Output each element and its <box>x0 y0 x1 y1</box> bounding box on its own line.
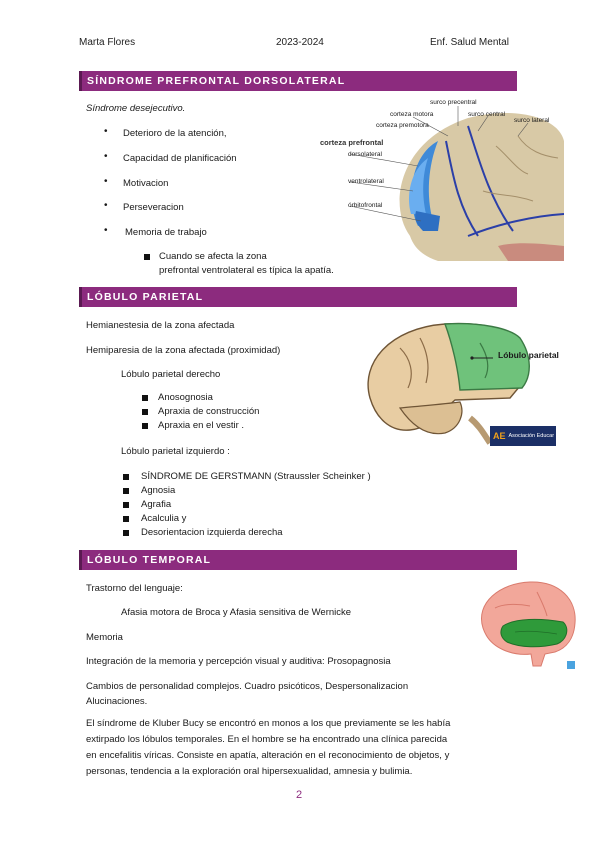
label-lobulo-parietal: Lóbulo parietal <box>498 350 559 360</box>
section2-right-item-2: Apraxia de construcción <box>158 406 260 417</box>
square-bullet-icon <box>123 530 129 536</box>
header-author: Marta Flores <box>79 37 136 48</box>
section1-bullet-3: Motivacion <box>123 178 169 189</box>
section-heading-parietal: LÓBULO PARIETAL <box>79 287 517 307</box>
bullet-dot: • <box>104 176 108 187</box>
label-surco-central: surco central <box>468 111 506 118</box>
label-corteza-premotora: corteza premotora <box>376 122 429 129</box>
bullet-dot: • <box>104 225 108 236</box>
section-heading-temporal: LÓBULO TEMPORAL <box>79 550 517 570</box>
square-bullet-icon <box>123 474 129 480</box>
section1-bullet-1: Deterioro de la atención, <box>123 128 227 139</box>
section2-right-item-3: Apraxia en el vestir . <box>158 420 245 431</box>
label-corteza-prefrontal: corteza prefrontal <box>320 138 384 147</box>
section1-bullet-5: Memoria de trabajo <box>125 227 207 238</box>
section2-left-item-4: Acalculia y <box>141 513 187 524</box>
square-bullet-icon <box>142 395 148 401</box>
section2-left-item-2: Agnosia <box>141 485 176 496</box>
section3-para-line1: El síndrome de Kluber Bucy se encontró e… <box>86 718 451 729</box>
label-surco-precentral: surco precentral <box>430 99 477 106</box>
parietal-brain-figure: Lóbulo parietal AE Asociación Educar <box>360 318 560 448</box>
label-corteza-motora: corteza motora <box>390 111 434 118</box>
page-number: 2 <box>296 789 303 801</box>
section2-left-item-3: Agrafia <box>141 499 172 510</box>
section3-para-line2: extirpado los lóbulos temporales. En el … <box>86 734 448 745</box>
prefrontal-brain-figure: surco precentral corteza motora surco ce… <box>318 96 564 261</box>
square-bullet-icon <box>123 516 129 522</box>
square-bullet-icon <box>142 409 148 415</box>
square-bullet-icon <box>142 423 148 429</box>
bullet-dot: • <box>104 151 108 162</box>
header-year: 2023-2024 <box>276 37 324 48</box>
section2-right-title: Lóbulo parietal derecho <box>121 369 221 380</box>
section1-bullet-2: Capacidad de planificación <box>123 153 237 164</box>
temporal-brain-figure <box>475 578 580 670</box>
section2-left-item-5: Desorientacion izquierda derecha <box>141 527 283 538</box>
label-orbitofrontal: órbitofrontal <box>348 202 383 209</box>
section1-subtitle: Síndrome desejecutivo. <box>86 103 186 114</box>
logo-mark: AE <box>493 431 506 441</box>
square-bullet-icon <box>123 488 129 494</box>
section3-para-line3: en encefalitis víricas. Consiste en apat… <box>86 750 450 761</box>
label-dorsolateral: dorsolateral <box>348 151 382 158</box>
square-bullet-icon <box>123 502 129 508</box>
section3-line3: Memoria <box>86 632 123 643</box>
label-surco-lateral: surco lateral <box>514 117 550 124</box>
section1-note-line2: prefrontal ventrolateral es típica la ap… <box>159 265 334 276</box>
figure-corner-marker <box>567 661 575 669</box>
section3-line5a: Cambios de personalidad complejos. Cuadr… <box>86 681 409 692</box>
section3-line4: Integración de la memoria y percepción v… <box>86 656 391 667</box>
bullet-dot: • <box>104 126 108 137</box>
section2-left-item-1: SÍNDROME DE GERSTMANN (Straussler Schein… <box>141 471 371 482</box>
section3-line1: Trastorno del lenguaje: <box>86 583 183 594</box>
section2-right-item-1: Anosognosia <box>158 392 213 403</box>
asociacion-educar-logo: AE Asociación Educar <box>490 426 556 446</box>
section2-line1: Hemianestesia de la zona afectada <box>86 320 235 331</box>
section1-note-line1: Cuando se afecta la zona <box>159 251 267 262</box>
square-bullet-icon <box>144 254 150 260</box>
section3-line5b: Alucinaciones. <box>86 696 148 707</box>
bullet-dot: • <box>104 200 108 211</box>
section3-para-line4: personas, tendencia a la exploración ora… <box>86 766 413 777</box>
section3-line2: Afasia motora de Broca y Afasia sensitiv… <box>121 607 352 618</box>
section2-left-title: Lóbulo parietal izquierdo : <box>121 446 230 457</box>
section-heading-prefrontal: SÍNDROME PREFRONTAL DORSOLATERAL <box>79 71 517 91</box>
label-ventrolateral: ventrolateral <box>348 178 384 185</box>
logo-text: Asociación Educar <box>508 433 555 439</box>
section2-line2: Hemiparesia de la zona afectada (proximi… <box>86 345 281 356</box>
header-subject: Enf. Salud Mental <box>430 37 509 48</box>
section1-bullet-4: Perseveracion <box>123 202 184 213</box>
